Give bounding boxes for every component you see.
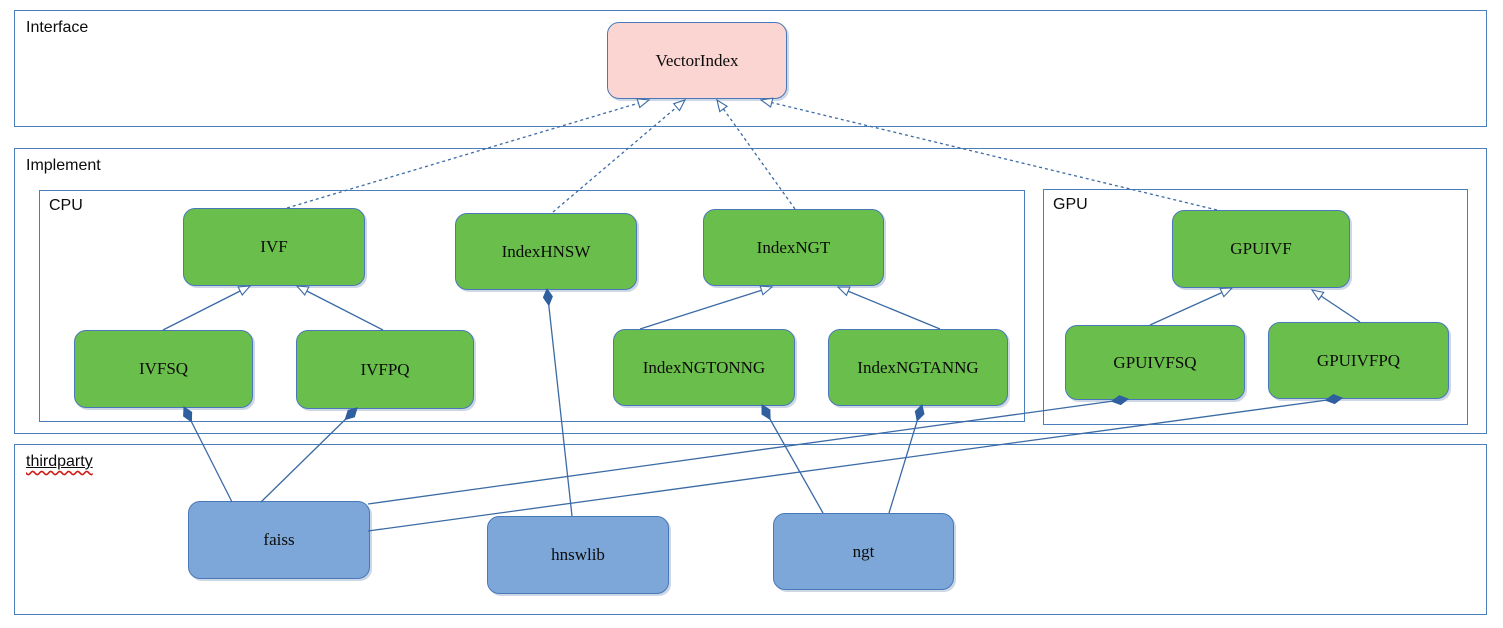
interface-container-label: Interface [26, 19, 89, 36]
node-ivf-label: IVF [260, 237, 288, 256]
thirdparty-container-label: thirdparty [26, 453, 93, 471]
node-indexngt[interactable]: IndexNGT [703, 209, 884, 286]
node-ivfpq-label: IVFPQ [360, 359, 410, 379]
node-indexhnsw[interactable]: IndexHNSW [455, 213, 637, 290]
node-indexhnsw-label: IndexHNSW [501, 241, 591, 261]
node-indexngt-label: IndexNGT [756, 237, 831, 257]
node-gpuivfpq[interactable]: GPUIVFPQ [1268, 322, 1449, 399]
node-vectorindex-label: VectorIndex [655, 50, 739, 70]
node-gpuivfpq-label: GPUIVFPQ [1316, 350, 1401, 370]
node-ngt[interactable]: ngt [773, 513, 954, 590]
node-indexngtonng-label: IndexNGTONNG [642, 357, 766, 377]
node-ivfsq-label: IVFSQ [138, 359, 189, 378]
node-vectorindex[interactable]: VectorIndex [607, 22, 787, 99]
node-indexngtanng-label: IndexNGTANNG [857, 357, 979, 377]
node-faiss[interactable]: faiss [188, 501, 370, 579]
node-gpuivfsq-label: GPUIVFSQ [1113, 352, 1197, 372]
node-ngt-label: ngt [852, 541, 875, 561]
node-ivf[interactable]: IVF [183, 208, 365, 286]
node-ivfsq[interactable]: IVFSQ [74, 330, 253, 408]
node-hnswlib-label: hnswlib [551, 545, 605, 564]
node-gpuivfsq[interactable]: GPUIVFSQ [1065, 325, 1245, 400]
implement-container-label: Implement [26, 157, 101, 174]
node-ivfpq[interactable]: IVFPQ [296, 330, 474, 409]
node-gpuivf[interactable]: GPUIVF [1172, 210, 1350, 288]
thirdparty-container-label-text: thirdparty [26, 453, 93, 470]
cpu-container-label: CPU [49, 197, 83, 214]
gpu-container-label: GPU [1053, 196, 1088, 213]
node-gpuivf-label: GPUIVF [1230, 239, 1292, 258]
node-indexngtanng[interactable]: IndexNGTANNG [828, 329, 1008, 406]
node-indexngtonng[interactable]: IndexNGTONNG [613, 329, 795, 406]
node-faiss-label: faiss [263, 530, 295, 549]
node-hnswlib[interactable]: hnswlib [487, 516, 669, 594]
